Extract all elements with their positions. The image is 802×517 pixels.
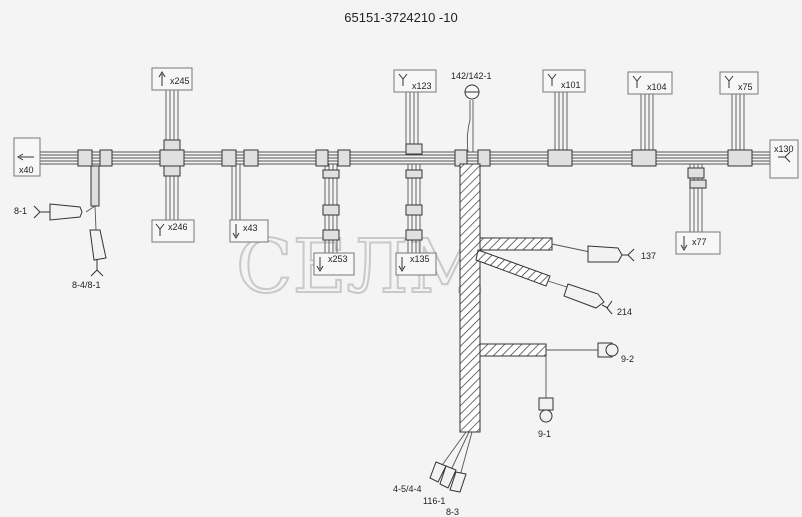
plug-214 (563, 283, 613, 315)
svg-text:x246: x246 (168, 222, 188, 232)
label-116-1: 116-1 (423, 496, 445, 506)
branch-x43 (231, 164, 241, 220)
label-8-1: 8-1 (14, 206, 27, 216)
sleeve-9-2 (479, 343, 547, 357)
connector-x253: x253 (313, 252, 355, 276)
sleeve-137 (479, 237, 553, 251)
connector-x245: x245 (151, 67, 193, 91)
svg-text:x253: x253 (328, 254, 348, 264)
connector-x123: x123 (393, 69, 437, 93)
label-214: 214 (617, 307, 632, 317)
svg-text:x245: x245 (170, 76, 190, 86)
connector-x104: x104 (627, 71, 673, 95)
connector-x135: x135 (395, 252, 437, 276)
label-137: 137 (641, 251, 656, 261)
svg-text:x43: x43 (243, 223, 258, 233)
sleeve-214 (475, 249, 551, 287)
branch-142 (466, 100, 474, 153)
connector-x75: x75 (719, 71, 759, 95)
branch-x104 (640, 92, 654, 152)
label-8-4: 8-4/8-1 (72, 280, 101, 290)
svg-text:x123: x123 (412, 81, 432, 91)
connector-x43: x43 (229, 219, 269, 243)
branch-x75 (731, 92, 745, 152)
harness-clips (77, 139, 753, 241)
plug-137 (587, 245, 635, 263)
plug-8-1 (33, 203, 83, 221)
connector-x40: x40 (13, 137, 41, 177)
branch-x123 (405, 90, 419, 152)
connector-x246: x246 (151, 219, 195, 243)
connector-x130: x130 (769, 139, 799, 179)
watermark: СЕЛМ (236, 224, 484, 310)
label-4-5: 4-5/4-4 (393, 484, 422, 494)
plug-9-1 (538, 397, 554, 423)
bottom-fanout (429, 431, 473, 493)
svg-text:x135: x135 (410, 254, 430, 264)
label-9-1: 9-1 (538, 429, 551, 439)
svg-text:x130: x130 (774, 144, 794, 154)
connector-x77: x77 (675, 231, 721, 255)
svg-text:x75: x75 (738, 82, 753, 92)
drawing-title: 65151-3724210 -10 (344, 10, 458, 25)
branch-8-1 (85, 165, 100, 231)
plug-9-2 (597, 342, 619, 358)
main-trunk (40, 151, 770, 165)
plug-142 (464, 84, 480, 100)
svg-text:x77: x77 (692, 237, 707, 247)
svg-text:x104: x104 (647, 82, 667, 92)
vertical-trunk (459, 163, 481, 433)
label-142: 142/142-1 (451, 71, 492, 81)
plug-8-4 (89, 229, 107, 277)
label-9-2: 9-2 (621, 354, 634, 364)
connector-x101: x101 (542, 69, 586, 93)
svg-text:x40: x40 (19, 165, 34, 175)
branch-x101 (554, 90, 568, 152)
label-8-3: 8-3 (446, 507, 459, 517)
svg-text:x101: x101 (561, 80, 581, 90)
